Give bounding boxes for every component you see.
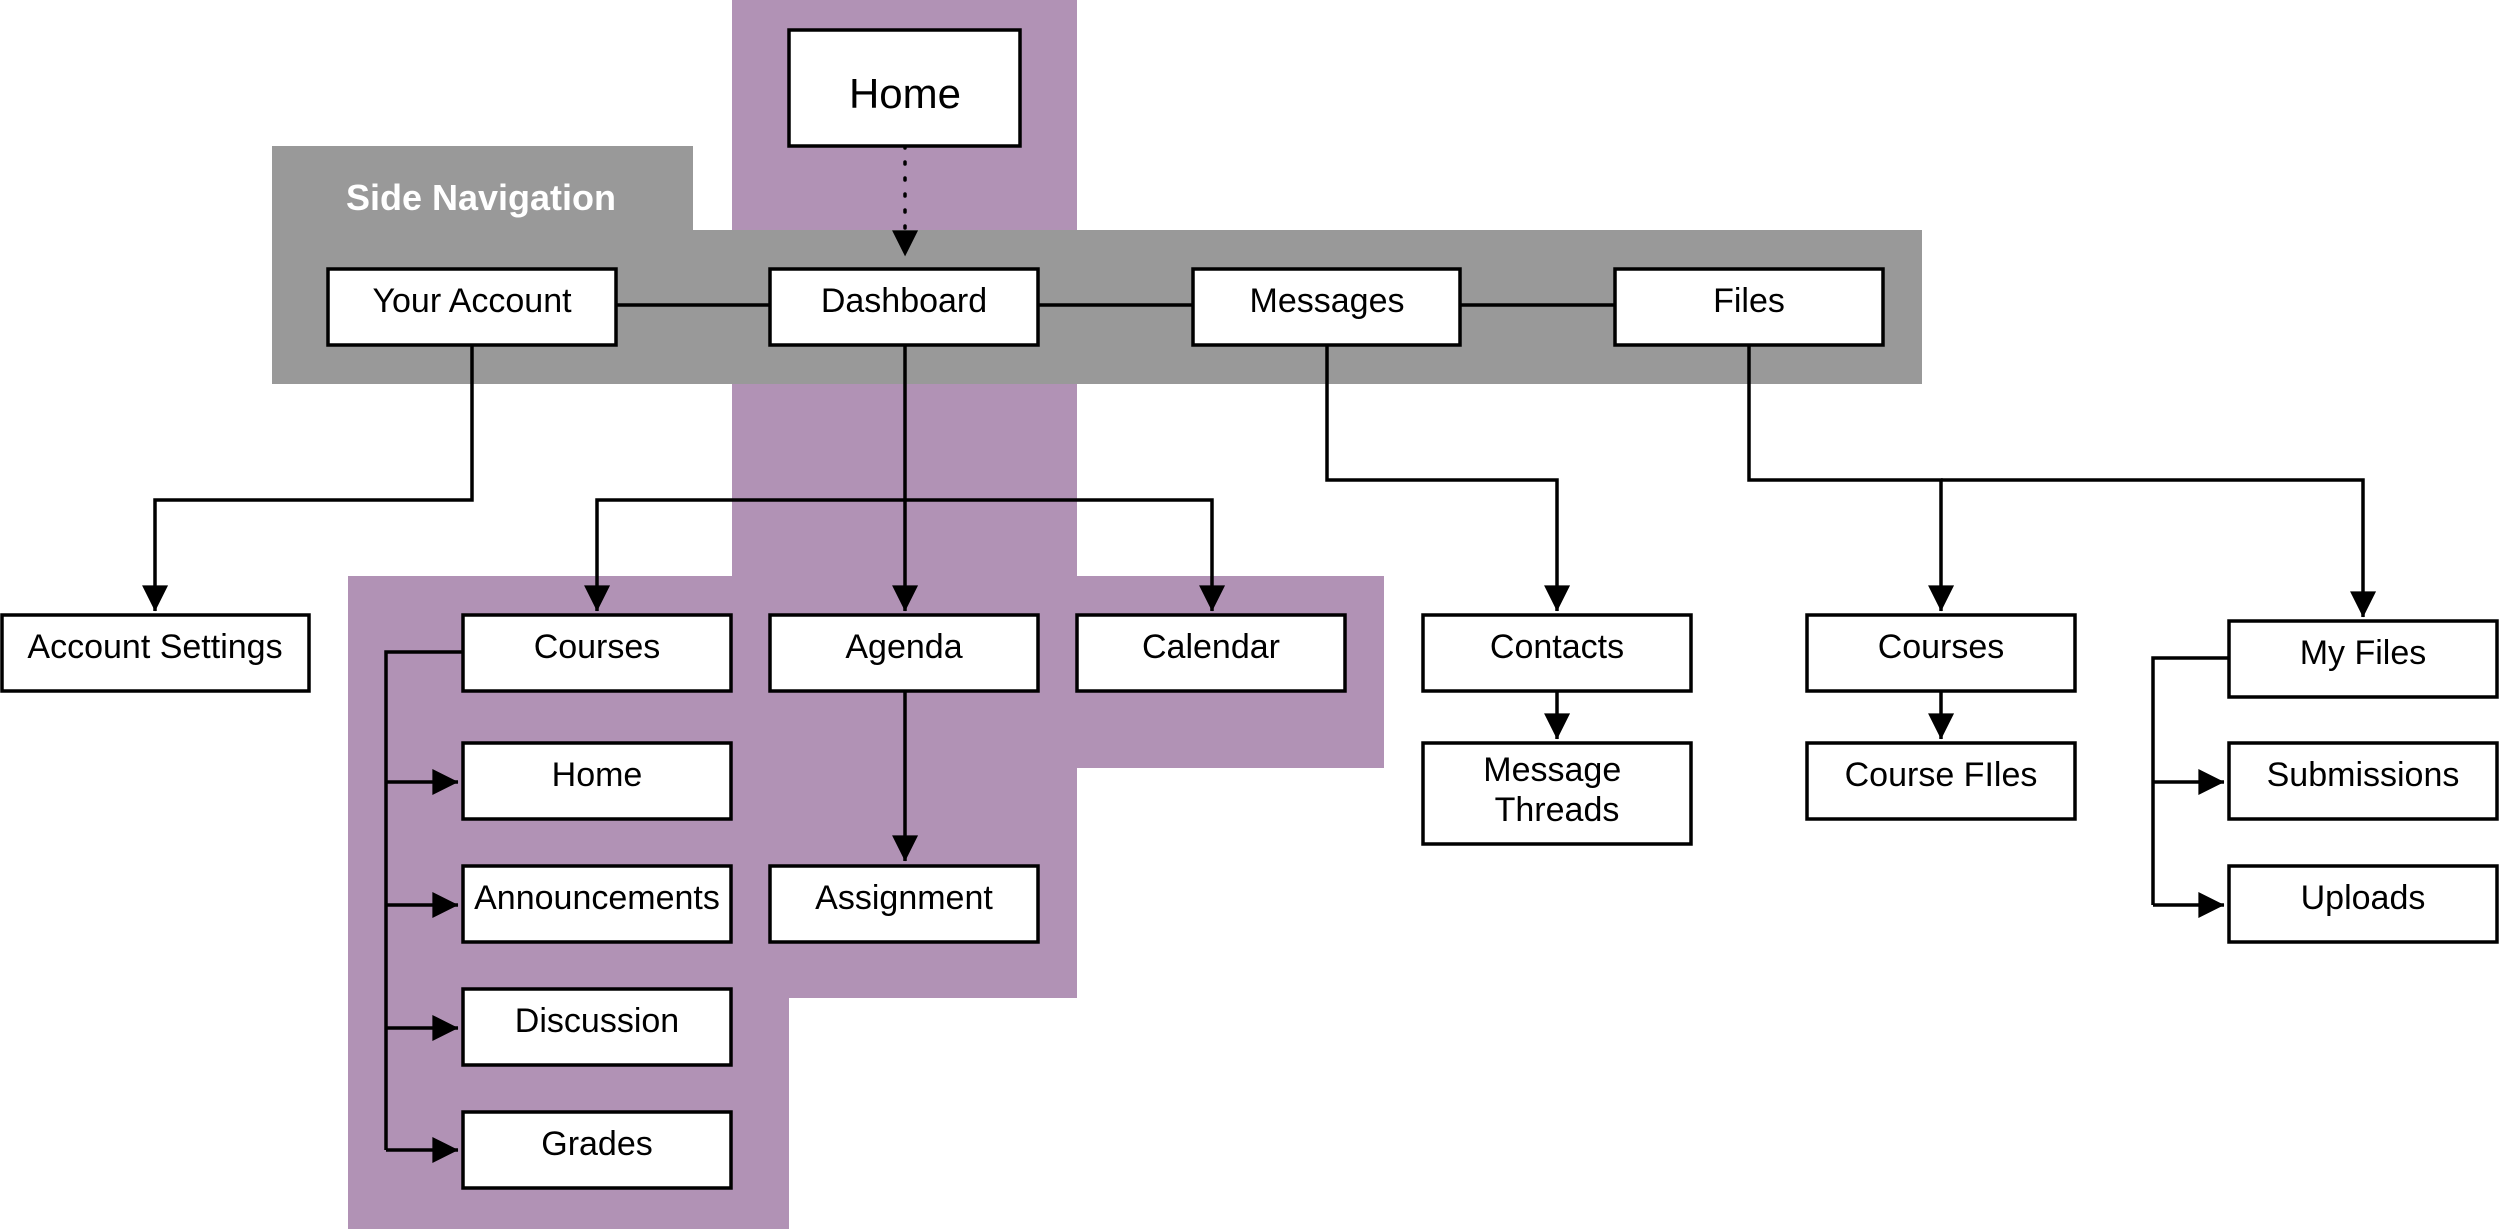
node-message-threads-line-1: Message	[1483, 751, 1621, 789]
node-grades-label: Grades	[541, 1125, 653, 1163]
node-message-threads: Message Threads	[1421, 741, 1693, 846]
node-submissions-label: Submissions	[2267, 756, 2460, 794]
node-message-threads-label: Message Threads	[1483, 751, 1630, 829]
node-contacts-label: Contacts	[1490, 628, 1624, 666]
node-announcements-label: Announcements	[474, 879, 720, 917]
node-announcements: Announcements	[461, 864, 733, 944]
node-courses-label: Courses	[534, 628, 661, 666]
node-discussion: Discussion	[461, 987, 733, 1067]
node-my-files-label: My Files	[2300, 634, 2427, 672]
node-agenda: Agenda	[768, 613, 1040, 693]
node-assignment-label: Assignment	[815, 879, 993, 917]
your-account-to-account-settings-edge	[142, 345, 474, 612]
node-course-home-label: Home	[552, 756, 643, 794]
node-courses: Courses	[461, 613, 733, 693]
node-course-files-label: Course FIles	[1845, 756, 2038, 794]
node-grades: Grades	[461, 1110, 733, 1190]
node-account-settings: Account Settings	[0, 613, 311, 693]
side-navigation-tab	[272, 146, 693, 238]
node-files-courses: Courses	[1805, 613, 2077, 693]
files-to-my-files-edge	[1941, 478, 2377, 618]
node-uploads-label: Uploads	[2301, 879, 2426, 917]
node-messages-label: Messages	[1250, 282, 1405, 320]
dashboard-to-courses-edge	[584, 498, 905, 612]
node-submissions: Submissions	[2227, 741, 2499, 821]
node-contacts: Contacts	[1421, 613, 1693, 693]
my-files-branch-trunk	[2151, 656, 2229, 905]
side-navigation-label: Side Navigation	[346, 177, 616, 218]
node-calendar-label: Calendar	[1142, 628, 1280, 666]
node-assignment: Assignment	[768, 864, 1040, 944]
node-your-account-label: Your Account	[372, 282, 572, 320]
node-files-courses-label: Courses	[1878, 628, 2005, 666]
node-home-top: Home	[787, 28, 1022, 148]
courses-branch-trunk	[384, 650, 463, 1150]
connectors	[142, 144, 2377, 1163]
node-messages: Messages	[1191, 267, 1462, 347]
node-discussion-label: Discussion	[515, 1002, 679, 1040]
node-calendar: Calendar	[1075, 613, 1347, 693]
node-course-files: Course FIles	[1805, 741, 2077, 821]
node-uploads: Uploads	[2227, 864, 2499, 944]
node-course-home: Home	[461, 741, 733, 821]
messages-to-contacts-edge	[1325, 345, 1571, 612]
side-navigation-region: Side Navigation	[272, 146, 1922, 384]
dashboard-to-calendar-edge	[905, 498, 1226, 612]
node-files-label: Files	[1713, 282, 1785, 320]
node-files: Files	[1613, 267, 1885, 347]
node-message-threads-line-2: Threads	[1495, 791, 1620, 829]
node-home-top-label: Home	[849, 70, 961, 117]
node-account-settings-label: Account Settings	[27, 628, 282, 666]
node-dashboard-label: Dashboard	[821, 282, 987, 320]
node-dashboard: Dashboard	[768, 267, 1040, 347]
node-my-files: My Files	[2227, 619, 2499, 699]
files-to-courses-edge	[1747, 345, 1955, 612]
node-agenda-label: Agenda	[845, 628, 962, 666]
node-your-account: Your Account	[326, 267, 618, 347]
